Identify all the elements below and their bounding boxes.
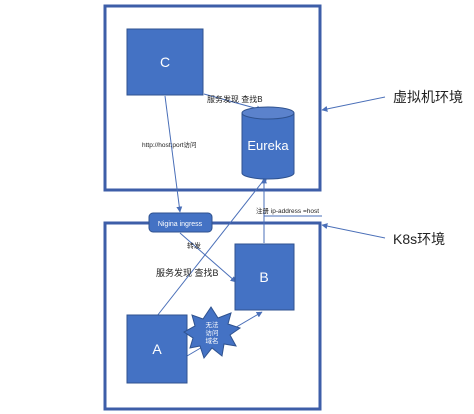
edge-a-to-eureka-label: 服务发现 查找B <box>156 267 219 278</box>
edge-c-to-ingress <box>164 95 183 213</box>
edge-b-to-eureka-label: 注册 ip-address =host <box>256 206 319 215</box>
node-b <box>234 243 295 311</box>
edge-ingress-to-b <box>179 232 237 283</box>
node-eureka <box>241 106 295 180</box>
node-b-label: B <box>259 269 268 285</box>
node-a <box>126 314 188 384</box>
vm-label-arrow <box>321 96 386 112</box>
blocked-label-line-2: 访问 <box>206 328 219 337</box>
edge-c-to-ingress-label: http://host:port访问 <box>142 140 197 149</box>
edge-c-to-eureka <box>203 93 263 112</box>
node-ingress-label: Nigina ingress <box>158 221 203 228</box>
edge-a-to-eureka <box>156 175 268 317</box>
vm-environment-label: 虚拟机环境 <box>393 89 463 105</box>
node-ingress <box>148 212 213 233</box>
edge-c-to-eureka-label: 服务发现 查找B <box>207 94 263 104</box>
k8s-environment-label: K8s环境 <box>393 231 445 247</box>
vm-environment-frame <box>103 4 322 192</box>
blocked-label-line-1: 无法 <box>206 320 220 329</box>
node-eureka-label: Eureka <box>247 138 289 153</box>
k8s-label-arrow <box>321 223 386 239</box>
node-c-label: C <box>160 54 170 70</box>
edge-ingress-to-b-label: 转发 <box>187 241 201 250</box>
node-a-label: A <box>152 341 162 357</box>
blocked-label-line-3: 域名 <box>206 336 219 345</box>
blocked-starburst <box>183 306 242 360</box>
node-c <box>126 28 204 96</box>
